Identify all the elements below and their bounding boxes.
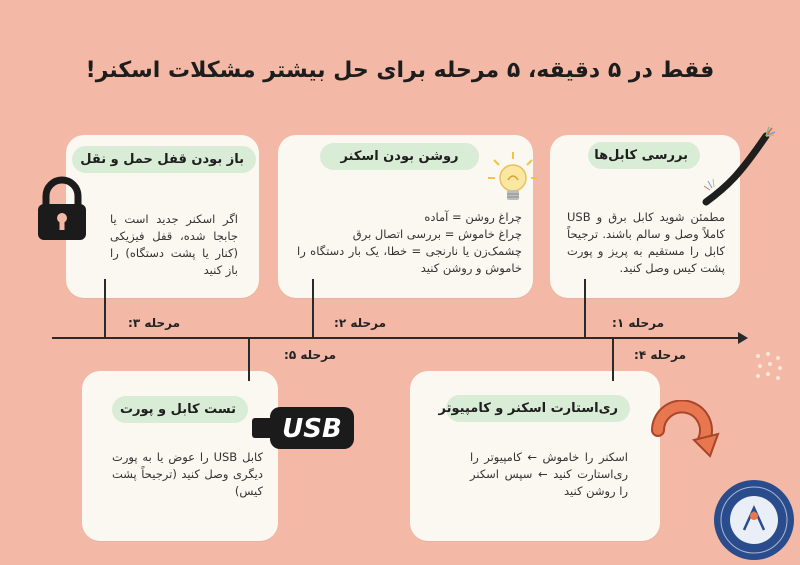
timeline-axis [52, 337, 744, 339]
tick-step-5 [248, 337, 250, 381]
tick-step-3 [104, 279, 106, 338]
usb-plug-icon: USB [252, 407, 354, 449]
tick-step-2 [312, 279, 314, 338]
step-label-3: مرحله ۳: [128, 316, 181, 330]
tick-step-4 [612, 337, 614, 381]
card-step-5-heading: تست کابل و پورت [112, 396, 248, 423]
card-step-2-heading: روشن بودن اسکنر [320, 143, 479, 170]
card-step-1-body: مطمئن شوید کابل برق و USB کاملاً وصل و س… [567, 210, 725, 275]
card-step-3-heading: باز بودن قفل حمل و نقل [72, 146, 256, 173]
timeline-arrowhead [738, 332, 748, 344]
step-label-4: مرحله ۴: [634, 348, 687, 362]
tick-step-1 [584, 279, 586, 338]
card-step-2-body: چراغ روشن = آماده چراغ خاموش = بررسی اتص… [297, 210, 522, 275]
step-label-5: مرحله ۵: [284, 348, 337, 362]
refresh-icon [651, 400, 720, 458]
cable-icon [702, 126, 776, 206]
logo-seal [714, 480, 794, 560]
card-step-4-heading: ری‌استارت اسکنر و کامپیوتر [439, 395, 630, 422]
card-step-1-heading: بررسی کابل‌ها [588, 142, 700, 169]
card-step-3-body: اگر اسکنر جدید است یا جابجا شده، قفل فیز… [110, 212, 238, 277]
page-title: فقط در ۵ دقیقه، ۵ مرحله برای حل بیشتر مش… [85, 58, 715, 83]
card-step-4-body: اسکنر را خاموش ← کامپیوتر را ری‌استارت ک… [470, 450, 628, 498]
step-label-1: مرحله ۱: [612, 316, 665, 330]
usb-plug-label: USB [282, 414, 342, 444]
lightbulb-icon [488, 152, 538, 200]
padlock-icon [38, 176, 86, 240]
card-step-5-body: کابل USB را عوض یا به پورت دیگری وصل کنی… [112, 450, 263, 498]
step-label-2: مرحله ۲: [334, 316, 387, 330]
decorative-dots [756, 352, 782, 380]
